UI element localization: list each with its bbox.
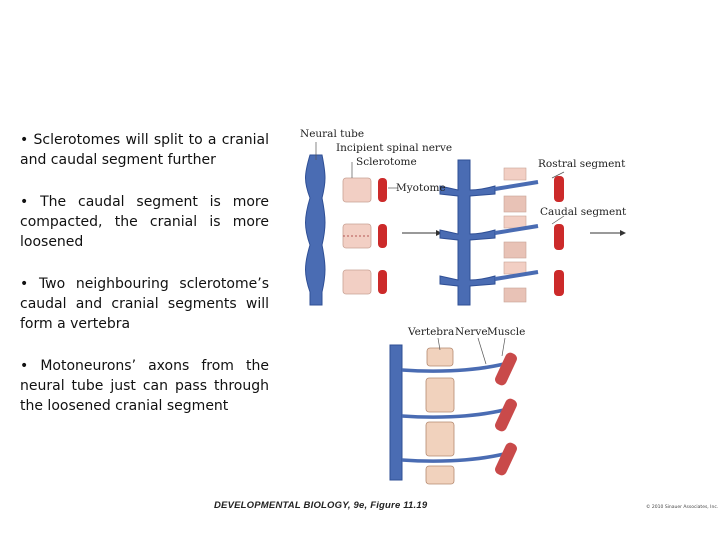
label-caudal-segment: Caudal segment — [540, 206, 627, 218]
neural-tube-3 — [389, 344, 403, 481]
panel-1 — [305, 142, 442, 306]
figure-drawing — [305, 142, 626, 485]
copyright-notice: © 2010 Sinauer Associates, Inc. — [646, 505, 719, 510]
muscle-3 — [495, 442, 517, 476]
myotome-2 — [378, 224, 387, 248]
sclerotome-3 — [342, 269, 372, 295]
myotome-3 — [378, 270, 387, 294]
vertebra-2 — [425, 377, 455, 413]
rostral-myotome-3 — [554, 270, 564, 296]
bullet-list: • Sclerotomes will split to a cranial an… — [20, 130, 269, 438]
label-sclerotome: Sclerotome — [356, 156, 417, 168]
label-vertebra: Vertebra — [408, 326, 455, 338]
myotome-1 — [378, 178, 387, 202]
panel-2 — [439, 159, 626, 306]
bullet-sclerotome-split: • Sclerotomes will split to a cranial an… — [20, 132, 269, 168]
bullet-motoneuron-axons: • Motoneurons’ axons from the neural tub… — [20, 358, 269, 414]
rostral-myotome-1 — [554, 176, 564, 202]
vertebra-3 — [425, 421, 455, 457]
label-neural-tube: Neural tube — [300, 128, 365, 140]
label-myotome: Myotome — [396, 182, 446, 194]
neural-tube-2 — [439, 159, 496, 306]
label-nerve: Nerve — [455, 326, 488, 338]
figure-caption: DEVELOPMENTAL BIOLOGY, 9e, Figure 11.19 — [214, 500, 428, 511]
label-incipient-spinal-nerve: Incipient spinal nerve — [336, 142, 453, 154]
vertebra-4 — [425, 465, 455, 485]
figure-11-19: Neural tube Incipient spinal nerve Scler… — [290, 120, 640, 500]
vertebra-1 — [426, 347, 454, 367]
label-rostral-segment: Rostral segment — [538, 158, 626, 170]
bullet-caudal-compacted: • The caudal segment is more compacted, … — [20, 194, 269, 250]
rostral-myotome-2 — [554, 224, 564, 250]
sclerotome-1 — [342, 177, 372, 203]
neural-tube-1 — [305, 154, 326, 306]
bullet-vertebra-formation: • Two neighbouring sclerotome’s caudal a… — [20, 276, 269, 332]
muscle-2 — [495, 398, 517, 432]
label-muscle: Muscle — [487, 326, 526, 338]
muscle-1 — [495, 352, 517, 386]
panel-3 — [389, 337, 517, 485]
